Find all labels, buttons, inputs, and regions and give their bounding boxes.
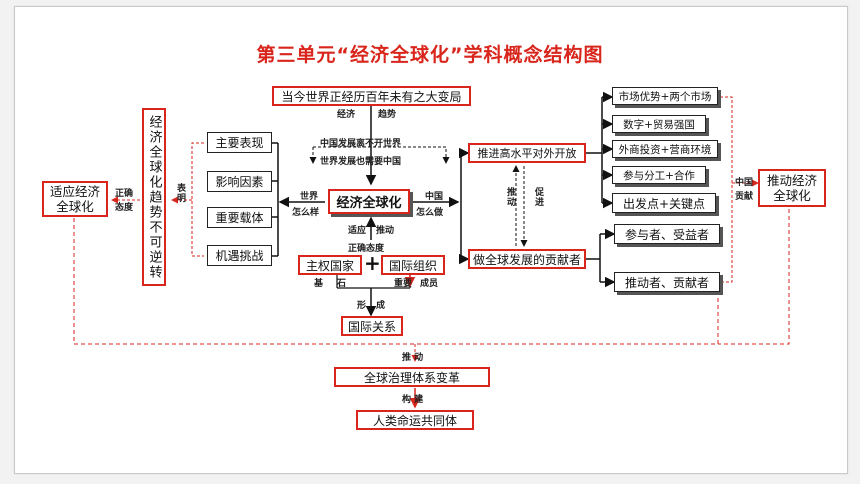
label-china: 中国 [425,192,444,202]
adapt-box: 适应经济全球化 [42,181,108,217]
label-shows: 表明 [175,183,185,203]
right-item-1: 数字+贸易强国 [612,115,706,133]
label-how-world: 怎么样 [292,208,320,218]
right-item-3: 参与分工+合作 [612,166,706,184]
label-form: 形 [357,301,367,311]
top-event-box: 当今世界正经历百年未有之大变局 [272,86,471,106]
intl-org-box: 国际组织 [381,255,445,275]
diagram-title: 第三单元“经济全球化”学科概念结构图 [256,44,604,66]
label-trend: 趋势 [378,110,397,120]
label-make: 成 [376,301,386,311]
intl-relations-box: 国际关系 [341,316,403,336]
label-how-china: 怎么做 [416,208,444,218]
irreversible-box: 经济全球化趋势不可逆转 [142,108,166,286]
sovereign-box: 主权国家 [298,255,362,275]
open-box: 推进高水平对外开放 [468,143,586,163]
right-item-0: 市场优势+两个市场 [612,87,718,105]
right-item-4: 出发点+关键点 [612,193,716,213]
right-item-2: 外商投资+营商环境 [612,140,718,158]
role-item-1: 推动者、贡献者 [614,272,720,292]
label-important: 重要 [394,279,413,289]
label-correct-1: 正确 [115,189,134,199]
label-drive-h: 推 动 [402,353,424,363]
label-foundation-b: 石 [337,279,347,289]
label-promote-v: 促进 [533,187,543,207]
label-push-v: 推动 [505,187,515,207]
plus-sign: + [364,251,381,275]
left-item-3: 机遇挑战 [207,245,272,266]
irreversible-text: 经济全球化趋势不可逆转 [146,114,162,280]
label-world: 世界 [300,192,319,202]
left-item-2: 重要载体 [207,207,272,228]
label-econ: 经济 [337,110,356,120]
label-build-h: 构 建 [402,395,424,405]
label-world-china: 世界发展也需要中国 [320,157,402,167]
promote-box: 推动经济全球化 [758,169,826,207]
label-contrib-r: 贡献 [735,192,754,202]
community-box: 人类命运共同体 [356,410,474,430]
governance-box: 全球治理体系变革 [334,367,490,387]
left-item-1: 影响因素 [207,171,272,192]
label-drive: 推动 [376,226,395,236]
left-item-0: 主要表现 [207,132,272,153]
label-adapt-top: 适应 [348,226,367,236]
center-box: 经济全球化 [328,189,410,214]
contributor-box: 做全球发展的贡献者 [468,249,586,269]
label-right-attitude: 正确态度 [348,244,385,254]
label-china-world: 中国发展离不开世界 [320,139,402,149]
label-china-r: 中国 [735,178,754,188]
role-item-0: 参与者、受益者 [614,224,720,244]
label-foundation-a: 基 [314,279,324,289]
label-correct-2: 态度 [115,203,134,213]
label-member: 成员 [420,279,439,289]
